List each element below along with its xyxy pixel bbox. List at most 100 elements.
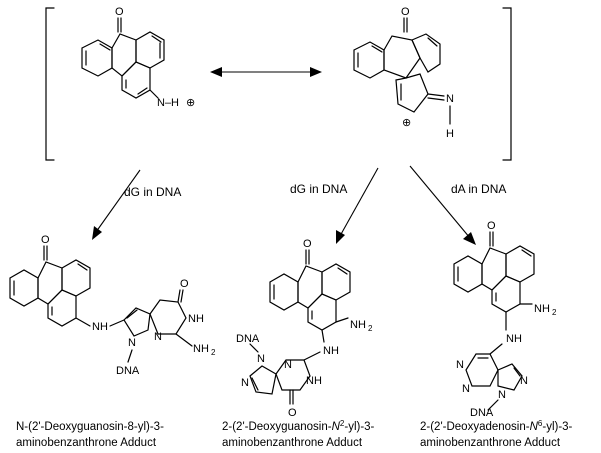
guanine-nh: NH xyxy=(188,313,204,325)
caption-mid-line1: 2-(2'-Deoxyguanosin-N2-yl)-3- xyxy=(222,419,375,433)
aromatic-inner xyxy=(137,87,148,95)
plus-charge-icon: ⊕ xyxy=(402,117,411,129)
nitrenium-structure: O N–H ⊕ xyxy=(81,6,195,109)
caption-right-line2: aminobenzanthrone Adduct xyxy=(420,437,561,449)
caption-mid-part-d: -yl)-3- xyxy=(344,421,374,433)
nh-c8-bond xyxy=(109,319,125,327)
caption-right-part-d: -yl)-3- xyxy=(542,421,572,433)
oxygen-atom: O xyxy=(401,6,410,18)
carbonyl-bond-2 xyxy=(180,289,184,303)
product-dg-c8: O NH O NH NH 2 N N DNA xyxy=(9,234,216,377)
aromatic-inner xyxy=(371,45,383,53)
imidazole-ring xyxy=(497,363,523,391)
linker-nh-label: NH xyxy=(323,345,339,357)
n-dna-bond xyxy=(249,343,259,353)
ring-n9-label: N xyxy=(257,353,265,365)
double-bond xyxy=(126,309,138,319)
aromatic-inner xyxy=(151,35,162,43)
central-ring xyxy=(297,265,323,309)
ring-n-label: N xyxy=(154,331,162,343)
nh2-subscript: 2 xyxy=(211,348,216,357)
double-bond xyxy=(251,377,259,391)
dna-label: DNA xyxy=(470,407,494,419)
c-nh2-bond xyxy=(175,333,193,347)
aromatic-inner xyxy=(99,43,111,51)
carbonyl-bond xyxy=(177,289,181,303)
right-ring xyxy=(321,263,351,301)
oxygen-atom: O xyxy=(41,234,50,246)
double-bond xyxy=(513,367,521,377)
ring-n9-label: N xyxy=(498,389,506,401)
pyrimidine-ring xyxy=(275,359,311,391)
right-ring xyxy=(61,259,91,297)
pyrimidine-ring xyxy=(465,353,499,387)
n-dna-bond xyxy=(487,399,499,411)
c-nh-bond xyxy=(75,317,91,327)
guanine-nh2: NH xyxy=(193,343,209,355)
c-nh2-bond xyxy=(335,317,349,323)
dna-label: DNA xyxy=(236,333,260,345)
guanine-nh: NH xyxy=(306,375,322,387)
c-n-bond xyxy=(149,89,159,99)
caption-right-italic-n: N xyxy=(530,421,539,433)
caption-right-superscript: 6 xyxy=(538,419,543,428)
caption-left-line2: aminobenzanthrone Adduct xyxy=(16,437,157,449)
resonance-bracket-right xyxy=(502,7,512,161)
nh2-subscript: 2 xyxy=(552,308,557,317)
ring-n-label: N xyxy=(241,377,249,389)
reagent-dg-left: dG in DNA xyxy=(124,185,181,199)
guanine-oxygen: O xyxy=(180,278,189,290)
aromatic-inner xyxy=(337,267,348,275)
caption-mid: 2-(2'-Deoxyguanosin-N2-yl)-3- aminobenza… xyxy=(222,419,375,449)
ring-n9-label: N xyxy=(128,337,136,349)
c-nh-bond xyxy=(321,329,325,343)
caption-right-line1: 2-(2'-Deoxyadenosin-N6-yl)-3- xyxy=(420,419,573,433)
caption-right-part-a: 2-(2'-Deoxyadenosin- xyxy=(420,421,530,433)
nitrenium-nh-label: N–H xyxy=(157,97,179,109)
product-dg-n2: O NH 2 NH NH O N DNA N N xyxy=(236,238,373,419)
plus-charge-icon: ⊕ xyxy=(186,97,195,109)
pyrimidine-ring xyxy=(149,299,187,335)
n-dna-bond xyxy=(127,349,133,363)
oxygen-atom: O xyxy=(303,238,312,250)
reagent-dg-mid: dG in DNA xyxy=(290,182,347,196)
resonance-bracket-left xyxy=(45,7,55,161)
guanine-oxygen: O xyxy=(288,407,297,419)
arrow-dg-left xyxy=(92,169,141,240)
caption-mid-italic-n: N xyxy=(332,421,341,433)
right-ring xyxy=(411,33,441,73)
linker-nh-label: NH xyxy=(92,321,108,333)
product-da-n6: O NH 2 NH N N N N DNA xyxy=(453,220,557,419)
central-ring xyxy=(383,35,421,79)
amine-nh2: NH xyxy=(350,319,366,331)
iminium-n-label: N xyxy=(446,93,454,105)
reagent-da-right: dA in DNA xyxy=(451,182,506,196)
ring-n3-label: N xyxy=(284,359,292,371)
caption-mid-line2: aminobenzanthrone Adduct xyxy=(222,437,363,449)
iminium-h-label: H xyxy=(446,128,454,140)
carbocation-structure: O N H ⊕ xyxy=(353,6,454,140)
aromatic-inner xyxy=(521,249,532,257)
arrow-dg-mid xyxy=(336,167,379,244)
nh2-subscript: 2 xyxy=(368,324,373,333)
c-n-double xyxy=(427,93,445,97)
dna-label: DNA xyxy=(116,365,140,377)
arrow-da-right xyxy=(409,165,476,245)
ring-n1-label: N xyxy=(456,359,464,371)
central-ring xyxy=(111,33,137,77)
central-ring xyxy=(481,247,507,291)
c-n-double-2 xyxy=(427,97,445,101)
right-ring xyxy=(505,245,535,283)
linker-nh-label: NH xyxy=(506,333,522,345)
amine-nh2: NH xyxy=(534,303,550,315)
imidazole-ring xyxy=(123,307,151,337)
caption-mid-part-a: 2-(2'-Deoxyguanosin- xyxy=(222,421,332,433)
caption-right: 2-(2'-Deoxyadenosin-N6-yl)-3- aminobenza… xyxy=(420,419,573,449)
nh-c2-bond xyxy=(303,351,321,361)
caption-mid-superscript: 2 xyxy=(340,419,345,428)
resonance-arrow xyxy=(210,67,322,77)
caption-left-line1: N-(2'-Deoxyguanosin-8-yl)-3- xyxy=(16,421,164,433)
oxygen-atom: O xyxy=(115,6,124,18)
